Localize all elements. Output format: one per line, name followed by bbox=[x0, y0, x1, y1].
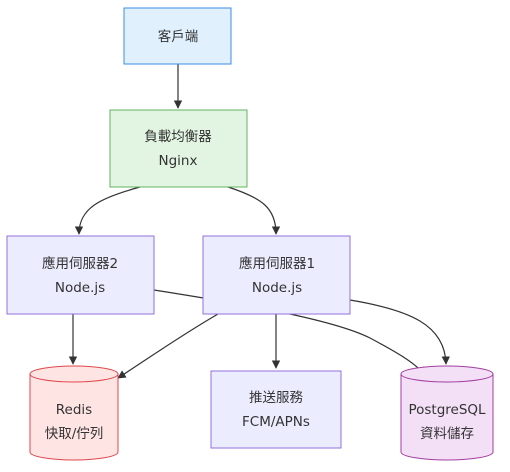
node-app-server-2-subtitle: Node.js bbox=[55, 280, 105, 296]
node-app-server-1-subtitle: Node.js bbox=[252, 280, 302, 296]
node-postgresql-cylinder bbox=[400, 365, 494, 461]
node-push-service-subtitle: FCM/APNs bbox=[242, 414, 310, 430]
node-postgresql-subtitle: 資料儲存 bbox=[420, 426, 474, 442]
node-redis-subtitle: 快取/佇列 bbox=[45, 426, 104, 442]
node-redis-title: Redis bbox=[56, 402, 92, 418]
node-postgresql-title: PostgreSQL bbox=[408, 402, 486, 418]
node-redis-cylinder bbox=[29, 365, 119, 461]
node-loadbalancer: 負載均衡器 Nginx bbox=[109, 109, 248, 188]
node-push-service: 推送服務 FCM/APNs bbox=[210, 370, 342, 449]
edge-app1-to-redis bbox=[117, 313, 219, 379]
node-app-server-2: 應用伺服器2 Node.js bbox=[6, 235, 155, 315]
node-client: 客戶端 bbox=[123, 7, 232, 65]
edge-loadbalancer-to-app2 bbox=[74, 186, 141, 235]
node-app-server-2-title: 應用伺服器2 bbox=[42, 255, 118, 272]
node-client-label: 客戶端 bbox=[158, 28, 199, 45]
node-loadbalancer-subtitle: Nginx bbox=[159, 153, 198, 169]
node-redis: Redis 快取/佇列 bbox=[29, 365, 119, 461]
node-app-server-1: 應用伺服器1 Node.js bbox=[202, 235, 351, 315]
node-app-server-1-title: 應用伺服器1 bbox=[239, 255, 315, 272]
node-postgresql: PostgreSQL 資料儲存 bbox=[400, 365, 494, 461]
node-push-service-title: 推送服務 bbox=[249, 390, 303, 406]
edge-app1-to-postgres bbox=[349, 299, 450, 365]
node-loadbalancer-title: 負載均衡器 bbox=[144, 129, 212, 145]
edge-loadbalancer-to-app1 bbox=[227, 186, 281, 235]
